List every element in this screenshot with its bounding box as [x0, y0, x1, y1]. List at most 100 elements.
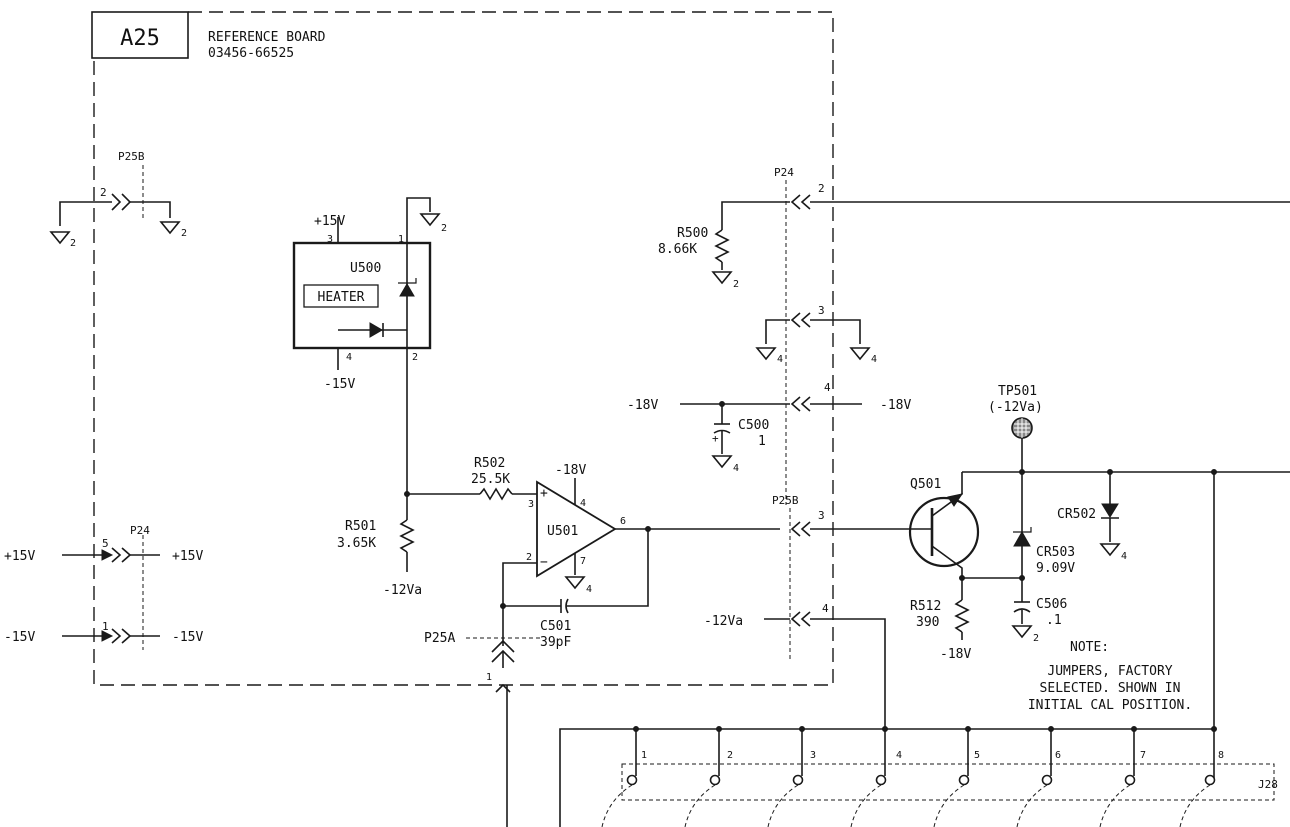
svg-text:3.65K: 3.65K: [337, 536, 376, 551]
svg-text:-15V: -15V: [4, 630, 35, 645]
svg-text:+: +: [712, 432, 719, 445]
svg-text:4: 4: [822, 602, 829, 615]
ground-icon: 2: [159, 221, 187, 239]
cr502-diode: CR502: [1057, 472, 1119, 542]
u500-regulator: U500 HEATER +15V 3 4 -15V 1 2: [292, 197, 432, 494]
c500-capacitor: + C500 1: [712, 404, 769, 454]
svg-text:4: 4: [824, 381, 831, 394]
svg-text:INITIAL CAL POSITION.: INITIAL CAL POSITION.: [1028, 698, 1192, 713]
svg-text:2: 2: [1033, 633, 1039, 644]
svg-text:1: 1: [398, 234, 404, 245]
svg-text:P24: P24: [774, 166, 794, 179]
board-outline: [93, 11, 834, 686]
j28-jumper-block: J28 1 2 3 4: [559, 726, 1278, 827]
svg-text:P25A: P25A: [424, 631, 455, 646]
svg-text:390: 390: [916, 615, 939, 630]
svg-text:8: 8: [1218, 750, 1224, 761]
svg-text:6: 6: [1055, 750, 1061, 761]
jumper-3: 3: [767, 726, 816, 827]
r512-resistor: R512 390 -18V: [910, 578, 971, 662]
ground-icon: 4: [564, 576, 592, 595]
svg-text:-18V: -18V: [627, 398, 658, 413]
board-id: A25: [120, 26, 160, 51]
jumper-6: 6: [1016, 726, 1061, 827]
j28-label: J28: [1258, 778, 1278, 791]
svg-text:R502: R502: [474, 456, 505, 471]
svg-text:-15V: -15V: [172, 630, 203, 645]
r502-resistor: R502 25.5K: [407, 456, 537, 501]
p25b-left-connector: P25B 2: [59, 150, 171, 226]
svg-text:4: 4: [733, 463, 739, 474]
svg-text:7: 7: [1140, 750, 1146, 761]
svg-text:2: 2: [818, 182, 825, 195]
c506-capacitor: C506 .1: [1013, 597, 1067, 628]
svg-text:2: 2: [412, 352, 418, 363]
jumper-5: 5: [933, 726, 980, 827]
svg-text:JUMPERS, FACTORY: JUMPERS, FACTORY: [1047, 664, 1172, 679]
svg-text:4: 4: [777, 354, 783, 365]
board-part-number: 03456-66525: [208, 46, 294, 61]
svg-text:+15V: +15V: [172, 549, 203, 564]
svg-text:Q501: Q501: [910, 477, 941, 492]
svg-text:R500: R500: [677, 226, 708, 241]
cr503-zener: CR503 9.09V: [1013, 472, 1075, 602]
r501-resistor: R501 3.65K -12Va: [337, 491, 422, 598]
ground-icon: 4: [711, 455, 739, 474]
ground-icon: 4: [849, 347, 877, 365]
svg-text:1: 1: [641, 750, 647, 761]
jumper-2: 2: [684, 726, 733, 827]
svg-text:U501: U501: [547, 524, 578, 539]
svg-text:3: 3: [327, 234, 333, 245]
svg-text:3: 3: [810, 750, 816, 761]
q501-transistor: Q501: [908, 469, 1290, 581]
svg-text:R501: R501: [345, 519, 376, 534]
svg-text:5: 5: [974, 750, 980, 761]
svg-text:6: 6: [620, 516, 626, 527]
svg-text:8.66K: 8.66K: [658, 242, 697, 257]
board-label-box: A25: [91, 11, 189, 59]
svg-text:3: 3: [528, 499, 534, 510]
svg-text:1: 1: [758, 434, 766, 449]
ground-icon: 2: [419, 213, 447, 234]
heater-label: HEATER: [318, 290, 365, 305]
svg-text:1: 1: [102, 620, 109, 633]
p25a-connector: P25A 1: [424, 631, 540, 827]
svg-text:4: 4: [580, 498, 586, 509]
svg-text:-18V: -18V: [880, 398, 911, 413]
svg-text:R512: R512: [910, 599, 941, 614]
ground-icon: 2: [711, 271, 739, 290]
svg-text:NOTE:: NOTE:: [1070, 640, 1109, 655]
svg-text:4: 4: [896, 750, 902, 761]
svg-text:2: 2: [70, 238, 76, 249]
svg-text:7: 7: [580, 556, 586, 567]
u500-minus15v: -15V: [324, 377, 355, 392]
p24-top-connector: P24 2 3 4 -18V -18V: [627, 166, 1290, 505]
svg-text:C501: C501: [540, 619, 571, 634]
jumper-7: 7: [1099, 726, 1146, 827]
ground-icon: 4: [1099, 543, 1127, 562]
svg-text:2: 2: [733, 279, 739, 290]
svg-text:9.09V: 9.09V: [1036, 561, 1075, 576]
svg-text:4: 4: [586, 584, 592, 595]
p25b-left-label: P25B: [118, 150, 145, 163]
ground-icon: 2: [1011, 625, 1039, 644]
board-title: REFERENCE BOARD: [208, 30, 326, 45]
u500-plus15v: +15V: [314, 214, 345, 229]
jumper-8: 8: [1179, 726, 1224, 827]
r512-minus18v: -18V: [940, 647, 971, 662]
svg-text:2: 2: [727, 750, 733, 761]
svg-text:2: 2: [526, 552, 532, 563]
svg-text:TP501: TP501: [998, 384, 1037, 399]
u501-minus18v: -18V: [555, 463, 586, 478]
svg-text:CR503: CR503: [1036, 545, 1075, 560]
jumper-1: 1: [601, 726, 647, 827]
svg-text:P25B: P25B: [772, 494, 799, 507]
svg-text:2: 2: [441, 223, 447, 234]
p25b-left-pin-2: 2: [100, 186, 107, 199]
svg-text:2: 2: [181, 228, 187, 239]
ground-icon: 2: [49, 231, 76, 249]
svg-text:4: 4: [346, 352, 352, 363]
svg-text:SELECTED. SHOWN IN: SELECTED. SHOWN IN: [1040, 681, 1181, 696]
ground-icon: 4: [755, 347, 783, 365]
